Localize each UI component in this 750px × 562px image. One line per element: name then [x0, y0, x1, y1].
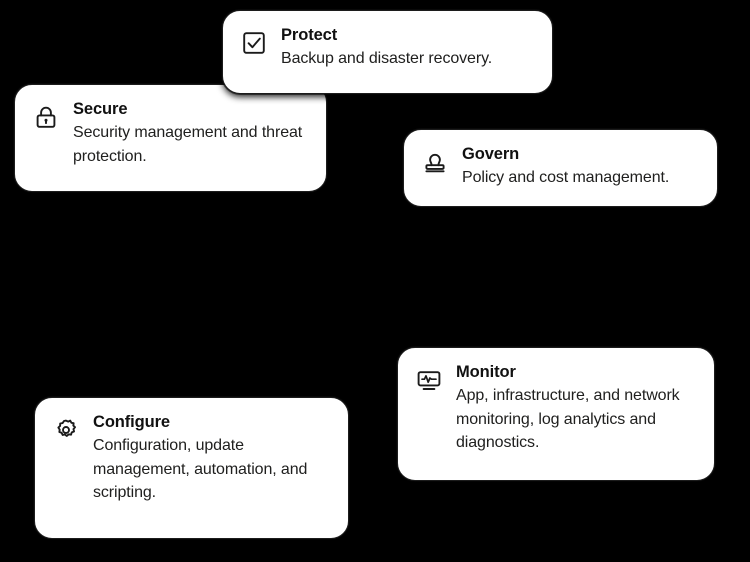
card-body: Govern Policy and cost management. [462, 144, 701, 190]
card-secure[interactable]: Secure Security management and threat pr… [14, 84, 327, 192]
card-description: App, infrastructure, and network monitor… [456, 387, 680, 452]
card-title: Monitor [456, 363, 516, 381]
card-body: Monitor App, infrastructure, and network… [456, 362, 698, 455]
card-description: Security management and threat protectio… [73, 124, 303, 165]
stamp-icon [420, 147, 450, 177]
card-title: Protect [281, 26, 338, 44]
checkbox-check-icon [239, 28, 269, 58]
card-monitor[interactable]: Monitor App, infrastructure, and network… [397, 347, 715, 481]
card-title: Govern [462, 145, 520, 163]
card-protect[interactable]: Protect Backup and disaster recovery. [222, 10, 553, 94]
card-govern[interactable]: Govern Policy and cost management. [403, 129, 718, 207]
card-body: Configure Configuration, update manageme… [93, 412, 332, 505]
card-title: Secure [73, 100, 128, 118]
gear-icon [51, 415, 81, 445]
card-description: Configuration, update management, automa… [93, 437, 308, 502]
card-title: Configure [93, 413, 171, 431]
card-description: Backup and disaster recovery. [281, 50, 493, 68]
card-body: Protect Backup and disaster recovery. [281, 25, 536, 71]
card-configure[interactable]: Configure Configuration, update manageme… [34, 397, 349, 539]
monitor-pulse-icon [414, 365, 444, 395]
card-description: Policy and cost management. [462, 169, 670, 187]
lock-icon [31, 102, 61, 132]
card-body: Secure Security management and threat pr… [73, 99, 310, 168]
